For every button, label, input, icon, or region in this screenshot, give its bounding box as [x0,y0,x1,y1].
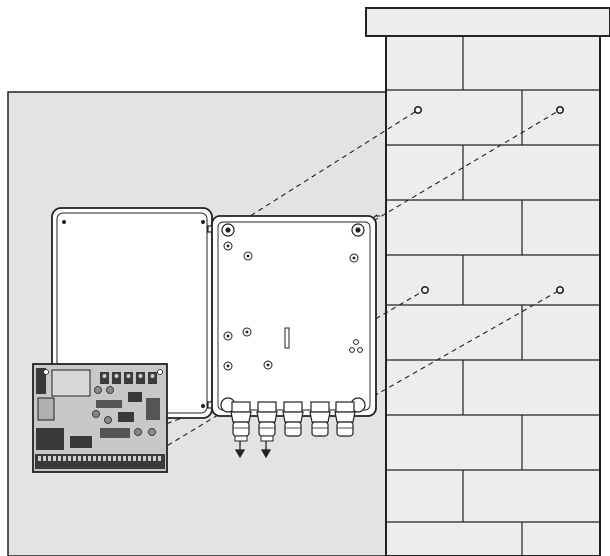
wall-mounting-holes [413,106,564,294]
terminal [58,456,61,461]
capacitor [94,386,102,394]
capacitor [148,428,156,436]
guide-line [227,109,419,231]
terminal [48,456,51,461]
enclosure-base [211,215,377,417]
lid-screw-hole [201,404,205,408]
cable-gland [282,401,304,437]
boss [223,241,233,251]
relay [70,436,92,448]
chip [128,392,142,402]
terminal [133,456,136,461]
terminal [148,456,151,461]
component-row [96,400,122,408]
connector-block [36,368,46,394]
tri-hole-group [349,339,363,353]
terminal [93,456,96,461]
cable-gland [309,401,331,437]
connector-block [146,398,160,420]
terminal [118,456,121,461]
terminal [98,456,101,461]
component-row [100,428,130,438]
boss [349,253,359,263]
cable-gland [256,401,278,442]
terminal [128,456,131,461]
terminal [138,456,141,461]
heatsink [37,397,55,421]
wall-hole [555,106,564,115]
boss [223,361,233,371]
pcb-mount-hole [157,369,163,375]
center-slot [284,327,290,349]
terminal [38,456,41,461]
terminal [43,456,46,461]
terminal [78,456,81,461]
lid-screw-hole [62,220,66,224]
control-board [32,363,168,473]
terminal [88,456,91,461]
terminal [53,456,56,461]
wall-hole [413,106,422,115]
transformer-area [51,369,91,397]
pillar-body [385,35,601,556]
capacitor [134,428,142,436]
brick-pillar [365,7,610,556]
terminal [113,456,116,461]
terminal [83,456,86,461]
capacitor [104,416,112,424]
cable-gland [334,401,356,437]
terminal [73,456,76,461]
guide-line [357,289,561,406]
boss [223,331,233,341]
boss [243,251,253,261]
mounting-bosses [223,241,359,371]
pillar-cap [365,7,610,37]
cable-glands [230,401,356,442]
terminal [63,456,66,461]
wall-hole [555,285,564,294]
terminal [143,456,146,461]
boss [263,360,273,370]
pcb-mount-hole [43,369,49,375]
terminal [68,456,71,461]
chip [118,412,134,422]
capacitor [92,410,100,418]
boss [242,327,252,337]
cable-entry-arrows [234,441,272,459]
cable-gland [230,401,252,442]
terminal [103,456,106,461]
guide-line [357,109,561,231]
capacitor [106,386,114,394]
terminal [123,456,126,461]
wall-hole [420,285,429,294]
terminal [158,456,161,461]
terminal [108,456,111,461]
terminal-strip [35,454,165,469]
lid-screw-hole [201,220,205,224]
terminal [153,456,156,461]
relay [36,428,64,450]
mortar-lines [386,36,600,556]
